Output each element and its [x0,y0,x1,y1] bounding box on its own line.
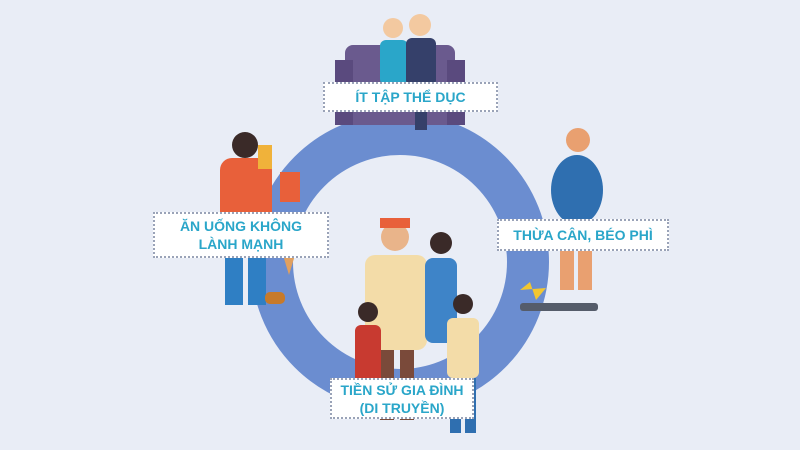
label-unhealthy-diet: ĂN UỐNG KHÔNG LÀNH MẠNH [153,212,329,258]
label-text-line1: ĂN UỐNG KHÔNG [179,218,303,234]
label-text-line2: LÀNH MẠNH [198,236,284,252]
label-text-line2: (DI TRUYỀN) [359,399,445,416]
label-text-line1: TIỀN SỬ GIA ĐÌNH [340,381,464,398]
label-family-history: TIỀN SỬ GIA ĐÌNH (DI TRUYỀN) [330,378,474,419]
label-overweight: THỪA CÂN, BÉO PHÌ [497,219,669,251]
label-lack-of-exercise: ÍT TẬP THỂ DỤC [323,82,498,112]
couple-on-sofa-illustration [335,14,465,130]
label-text: ÍT TẬP THỂ DỤC [355,89,466,105]
label-text: THỪA CÂN, BÉO PHÌ [513,227,653,243]
